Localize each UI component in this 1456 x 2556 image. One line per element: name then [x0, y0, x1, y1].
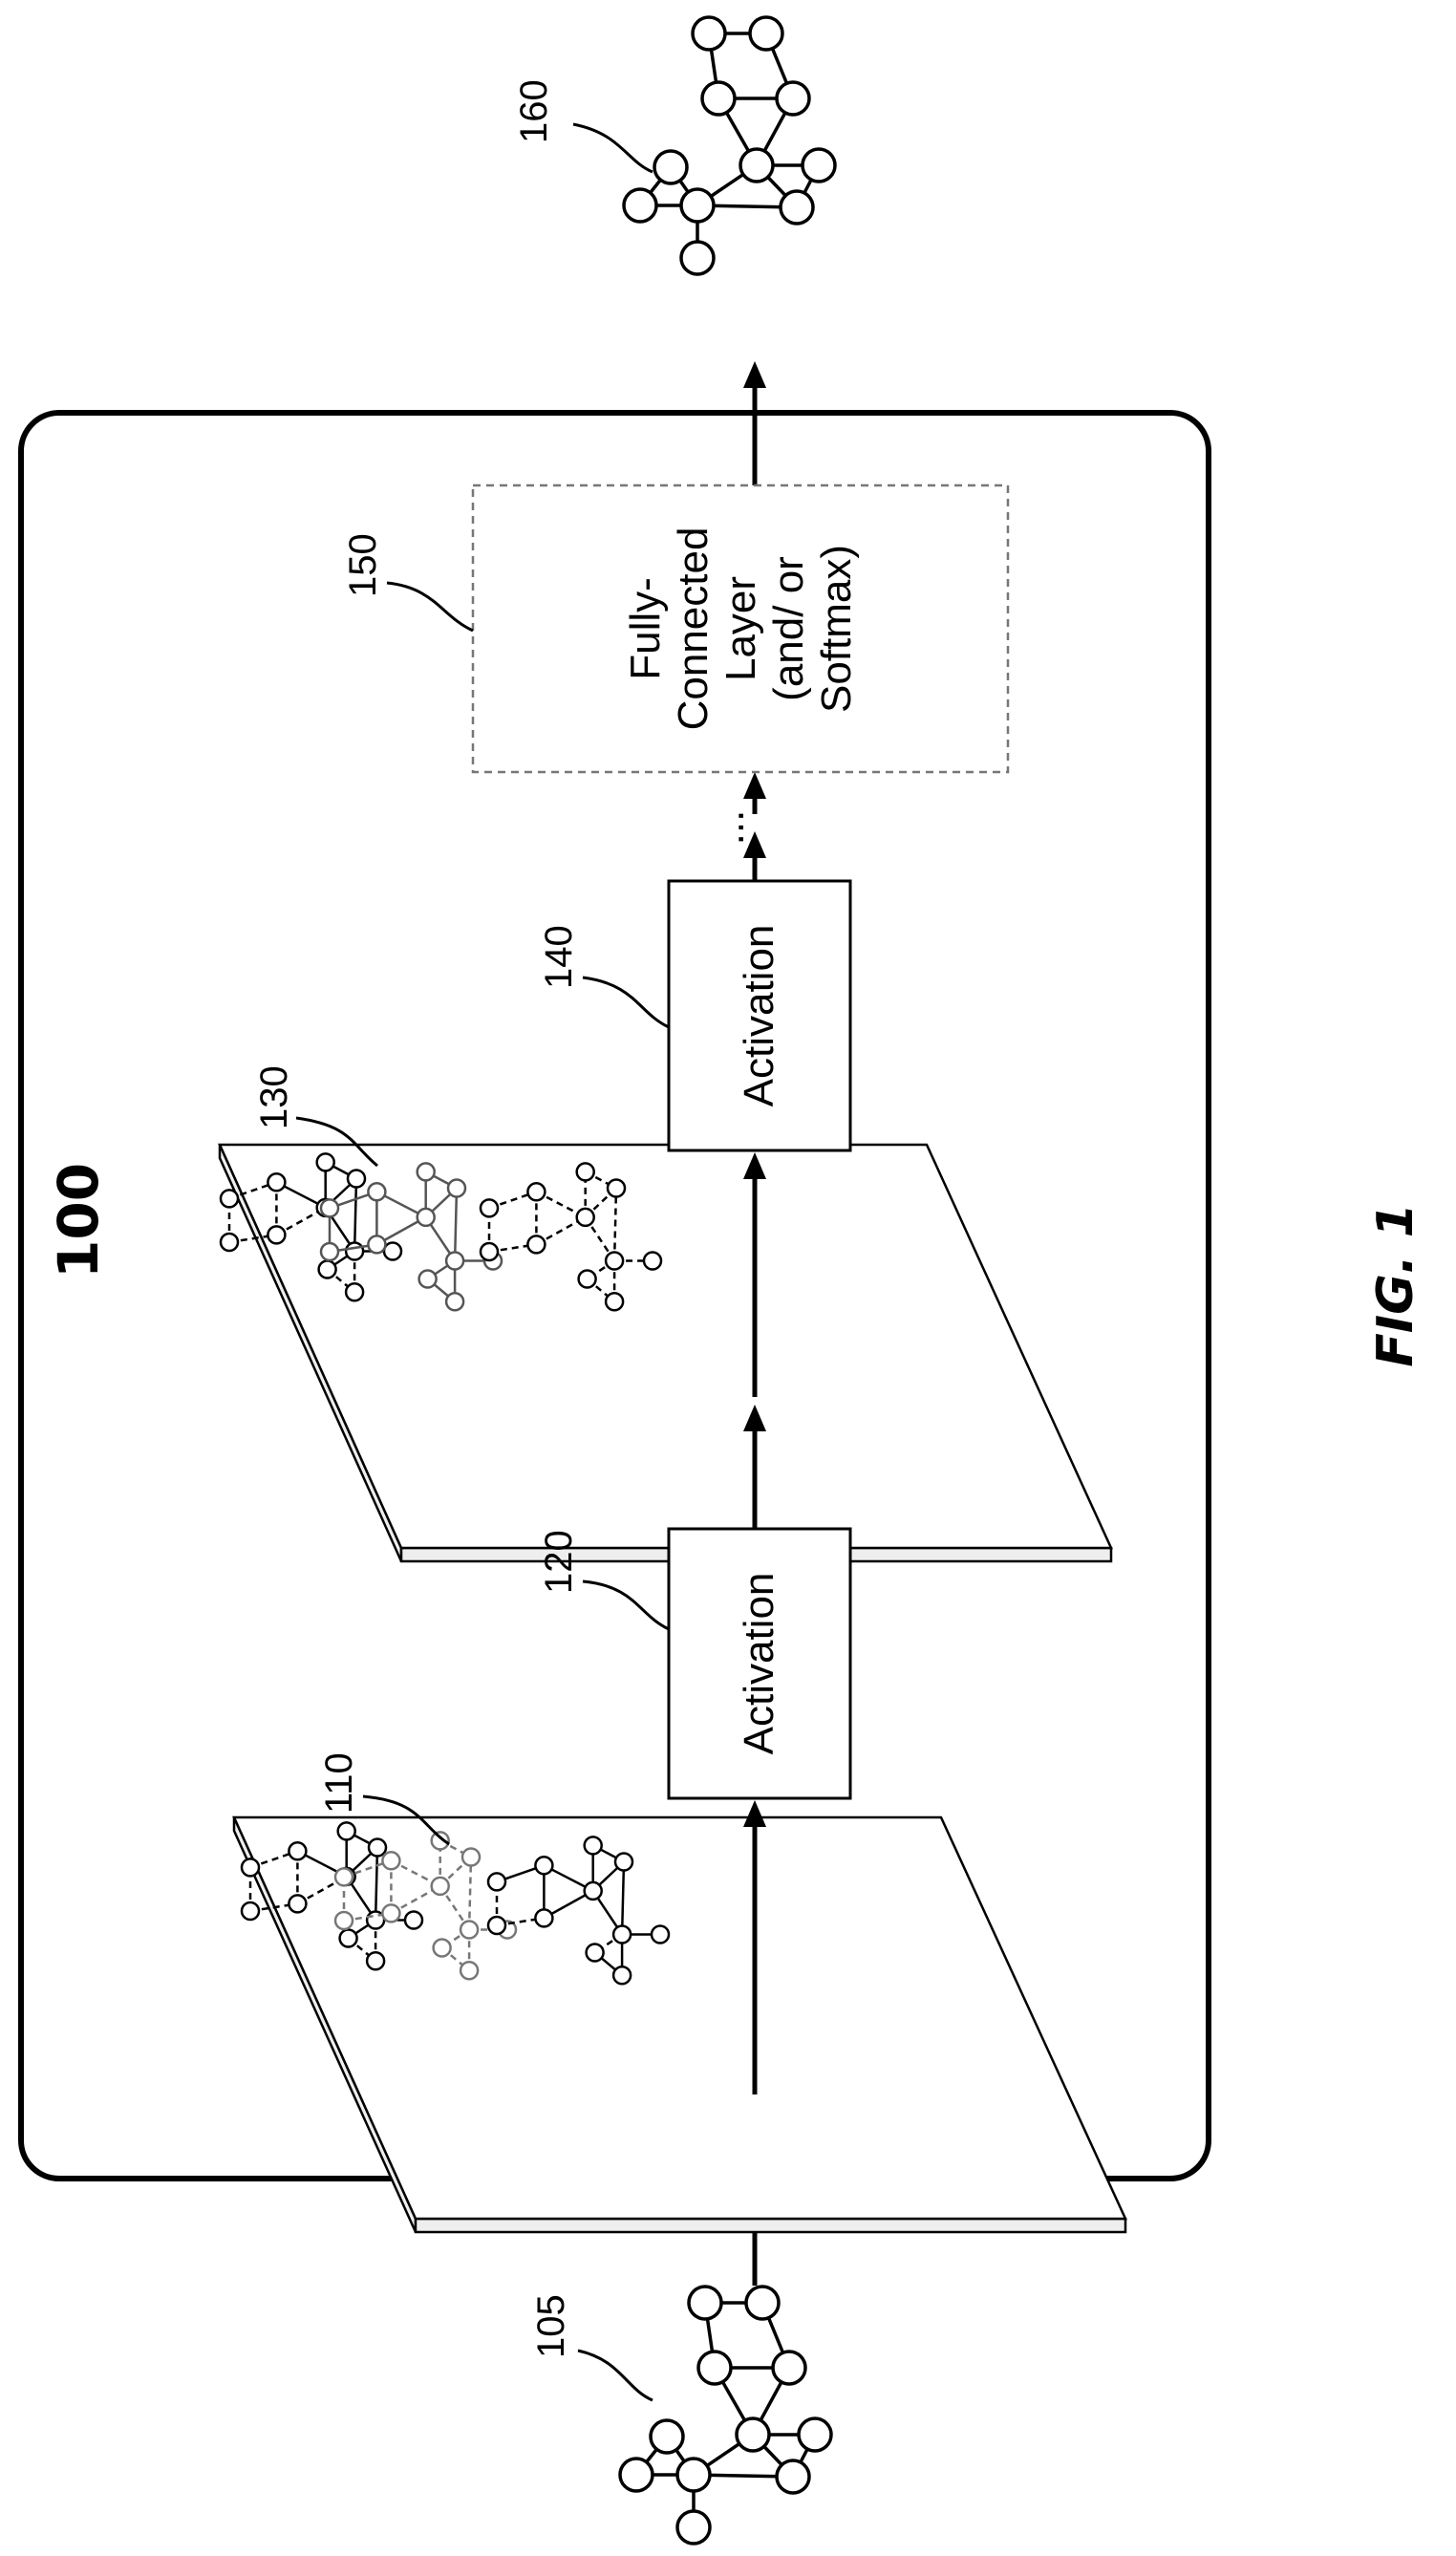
output-ref-label: 160 [513, 79, 555, 143]
leader-line-160 [573, 124, 653, 172]
input-graph-105 [620, 2287, 831, 2544]
leader-line-105 [578, 2351, 653, 2400]
fc-150-ref: 150 [342, 533, 384, 597]
layer-plane-130 [220, 1145, 1111, 1561]
output-graph-160 [624, 17, 835, 274]
activation-140-ref: 140 [538, 925, 580, 989]
arrow-output [743, 361, 766, 489]
activation-box-140-label: Activation [736, 925, 782, 1107]
arrow-to-fc [743, 772, 766, 814]
fc-label-line-5: Softmax) [813, 545, 860, 713]
activation-box-120: Activation [669, 1529, 850, 1798]
layer-110-ref: 110 [318, 1752, 360, 1814]
activation-box-120-label: Activation [736, 1573, 782, 1755]
fc-label-line-3: Layer [717, 576, 764, 681]
activation-120-ref: 120 [538, 1530, 580, 1594]
layer-plane-110 [234, 1817, 1125, 2232]
system-label: 100 [46, 1163, 111, 1278]
leader-line-140 [583, 977, 669, 1027]
leader-line-120 [583, 1581, 669, 1629]
leader-line-150 [387, 583, 473, 631]
figure-caption: FIG. 1 [1367, 1203, 1424, 1367]
fc-layer-box-150: Fully-ConnectedLayer(and/ orSoftmax) [473, 485, 1008, 772]
ellipsis: ... [706, 810, 753, 846]
input-ref-label: 105 [530, 2294, 572, 2358]
fc-label-line-2: Connected [670, 527, 717, 731]
activation-box-140: Activation [669, 881, 850, 1150]
fc-label-line-4: (and/ or [765, 556, 812, 701]
fc-label-line-1: Fully- [622, 577, 669, 680]
layer-130-ref: 130 [253, 1065, 295, 1129]
